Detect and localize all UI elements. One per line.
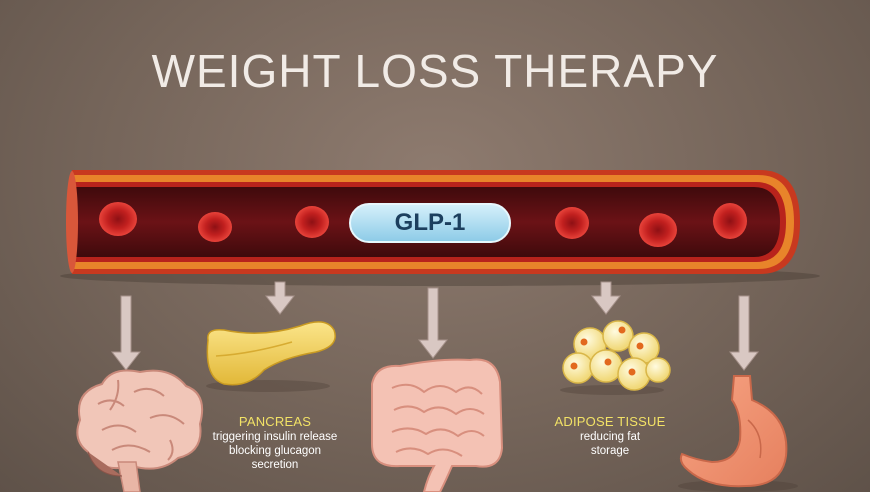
pancreas-label: PANCREAS triggering insulin release bloc… [190,414,360,472]
arrow-down-icon [264,281,296,315]
brain-icon [76,369,204,492]
adipose-tissue-icon [560,320,671,395]
blood-cell [639,213,677,247]
pancreas-line: secretion [251,459,299,471]
blood-cell [198,212,232,242]
page-title: WEIGHT LOSS THERAPY [151,45,719,97]
adipose-tissue-label: ADIPOSE TISSUE reducing fat storage [535,414,685,458]
pancreas-icon [206,321,336,392]
blood-cell [555,207,589,239]
arrows [110,281,760,371]
stomach-icon [678,375,798,492]
glp1-pill [349,203,511,243]
arrow-down-icon [417,287,449,359]
pancreas-line: triggering insulin release [212,431,338,443]
arrow-down-icon [728,295,760,371]
intestine-icon [371,358,504,492]
pancreas-line: blocking glucagon [228,445,322,457]
blood-cells [99,202,747,247]
blood-cell [99,202,137,236]
adipose-tissue-line: reducing fat [579,431,641,443]
pancreas-title: PANCREAS [238,414,312,429]
blood-cell [295,206,329,238]
adipose-tissue-line: storage [590,445,630,457]
glp1-label: GLP-1 [394,209,466,236]
blood-cell [713,203,747,239]
adipose-tissue-title: ADIPOSE TISSUE [554,414,666,429]
arrow-down-icon [110,295,142,371]
arrow-down-icon [590,281,622,315]
